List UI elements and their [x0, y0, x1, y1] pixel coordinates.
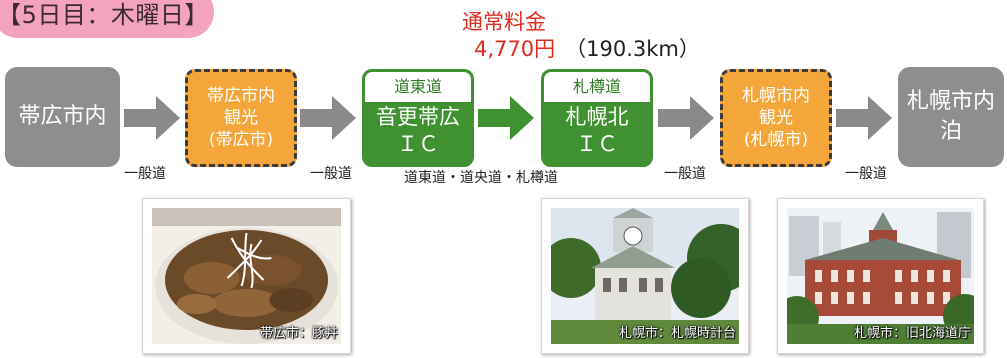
road-label-1: 一般道 — [124, 166, 166, 182]
arrow-icon — [478, 96, 534, 140]
arrow-icon — [836, 96, 892, 140]
ic-name: 音更帯広 — [376, 105, 460, 129]
sightseeing-line3: (帯広市) — [208, 130, 274, 150]
sightseeing-line2: 観光 — [759, 108, 793, 128]
arrow-icon — [124, 96, 180, 140]
arrow-icon — [300, 96, 356, 140]
ic-node-sapporo-kita: 札樽道 札幌北 ＩＣ — [541, 69, 653, 167]
photo-former-government-office: 札幌市：旧北海道庁 — [777, 198, 984, 354]
day-badge: 【5日目：木曜日】 — [0, 0, 214, 38]
end-line1: 札幌市内 — [906, 89, 995, 114]
clock-tower-image — [551, 208, 739, 344]
arrow-icon — [658, 96, 714, 140]
sightseeing-line1: 札幌市内 — [742, 86, 810, 106]
photo-caption: 帯広市：豚丼 — [259, 326, 338, 341]
road-label-2: 一般道 — [310, 166, 352, 182]
ic-suffix: ＩＣ — [397, 132, 439, 156]
ic-road-label: 道東道 — [365, 72, 471, 102]
sightseeing-node-obihiro: 帯広市内 観光 (帯広市) — [185, 69, 297, 167]
ic-node-otofuke-obihiro: 道東道 音更帯広 ＩＣ — [362, 69, 474, 167]
expressway-label: 道東道・道央道・札樽道 — [404, 170, 558, 186]
sightseeing-node-sapporo: 札幌市内 観光 (札幌市) — [720, 69, 832, 167]
photo-clock-tower: 札幌市：札幌時計台 — [541, 198, 749, 354]
road-label-3: 一般道 — [664, 166, 706, 182]
photo-caption: 札幌市：札幌時計台 — [618, 326, 736, 341]
ic-suffix: ＩＣ — [576, 132, 618, 156]
start-label: 帯広市内 — [18, 104, 107, 129]
fare-amount: 4,770円 — [474, 37, 556, 61]
sightseeing-line1: 帯広市内 — [207, 86, 275, 106]
ic-road-label: 札樽道 — [544, 72, 650, 102]
end-line2: 泊 — [939, 119, 962, 144]
sightseeing-line2: 観光 — [224, 108, 258, 128]
road-label-4: 一般道 — [845, 166, 887, 182]
fare-line: 4,770円 （190.3km） — [474, 33, 700, 63]
end-node: 札幌市内 泊 — [898, 67, 1004, 167]
photo-butadon: 帯広市：豚丼 — [142, 198, 351, 354]
fare-distance: （190.3km） — [565, 37, 700, 61]
government-office-image — [787, 208, 974, 344]
photo-caption: 札幌市：旧北海道庁 — [853, 326, 971, 341]
butadon-image — [152, 208, 341, 344]
fare-title: 通常料金 — [462, 10, 546, 34]
start-node: 帯広市内 — [5, 67, 120, 167]
day-label: 【5日目：木曜日】 — [0, 1, 209, 29]
ic-name: 札幌北 — [565, 105, 629, 129]
sightseeing-line3: (札幌市) — [743, 130, 809, 150]
